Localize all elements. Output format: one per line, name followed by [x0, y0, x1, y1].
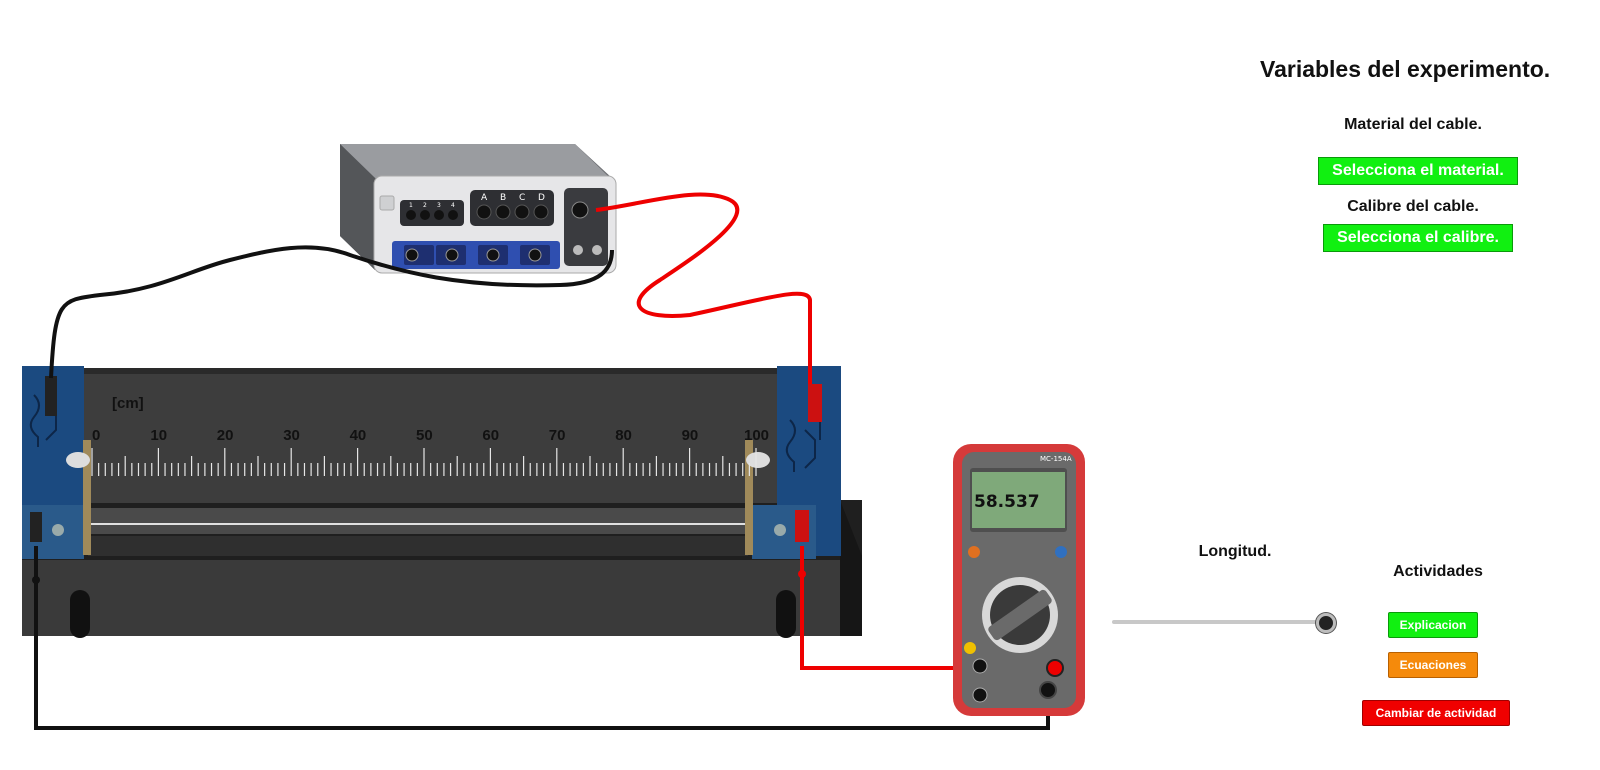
- ruler-tick-label: 100: [744, 427, 769, 444]
- ruler-tick-label: 20: [217, 427, 234, 444]
- multimeter-reading: 58.537: [974, 492, 1040, 512]
- activities-title: Actividades: [1393, 563, 1483, 580]
- multimeter-model: MC-154A: [1040, 455, 1072, 463]
- channel-letter-a: A: [481, 193, 488, 203]
- ruler-tick-label: 0: [92, 427, 100, 444]
- ruler-unit: [cm]: [112, 395, 144, 412]
- variables-title: Variables del experimento.: [1260, 56, 1551, 82]
- ruler-tick-label: 50: [416, 427, 433, 444]
- select-material-button[interactable]: Selecciona el material.: [1318, 157, 1518, 185]
- ruler-tick-label: 30: [283, 427, 300, 444]
- channel-letter-c: C: [519, 193, 525, 203]
- power-supply: 1 2 3 4 A B C D: [340, 144, 617, 274]
- explanation-button[interactable]: Explicacion: [1388, 612, 1478, 638]
- length-slider-track[interactable]: [1112, 620, 1334, 624]
- ruler-labels: [cm]: [112, 395, 144, 412]
- length-label: Longitud.: [1198, 543, 1272, 560]
- channel-number-1: 1: [409, 202, 413, 209]
- red-wire-top: [595, 192, 812, 384]
- gauge-label: Calibre del cable.: [1347, 198, 1479, 215]
- ruler-tick-label: 70: [549, 427, 566, 444]
- length-slider-knob[interactable]: [1316, 613, 1336, 633]
- multimeter: MC-154A: [953, 444, 1085, 716]
- resistance-bench: [22, 366, 862, 638]
- channel-number-2: 2: [423, 202, 427, 209]
- length-slider[interactable]: [1112, 612, 1336, 633]
- ruler-tick-label: 90: [682, 427, 699, 444]
- black-wire-top: [49, 245, 614, 379]
- ruler-tick-label: 60: [482, 427, 499, 444]
- material-label: Material del cable.: [1344, 116, 1482, 133]
- ruler-ticks: [91, 448, 757, 476]
- change-activity-button[interactable]: Cambiar de actividad: [1362, 700, 1510, 726]
- channel-number-3: 3: [437, 202, 441, 209]
- channel-letter-b: B: [500, 193, 506, 203]
- ruler-tick-label: 80: [615, 427, 632, 444]
- select-gauge-button[interactable]: Selecciona el calibre.: [1323, 224, 1513, 252]
- ruler-tick-label: 10: [150, 427, 167, 444]
- channel-number-4: 4: [451, 202, 455, 209]
- ruler-tick-label: 40: [350, 427, 367, 444]
- channel-letter-d: D: [538, 193, 545, 203]
- equations-button[interactable]: Ecuaciones: [1388, 652, 1478, 678]
